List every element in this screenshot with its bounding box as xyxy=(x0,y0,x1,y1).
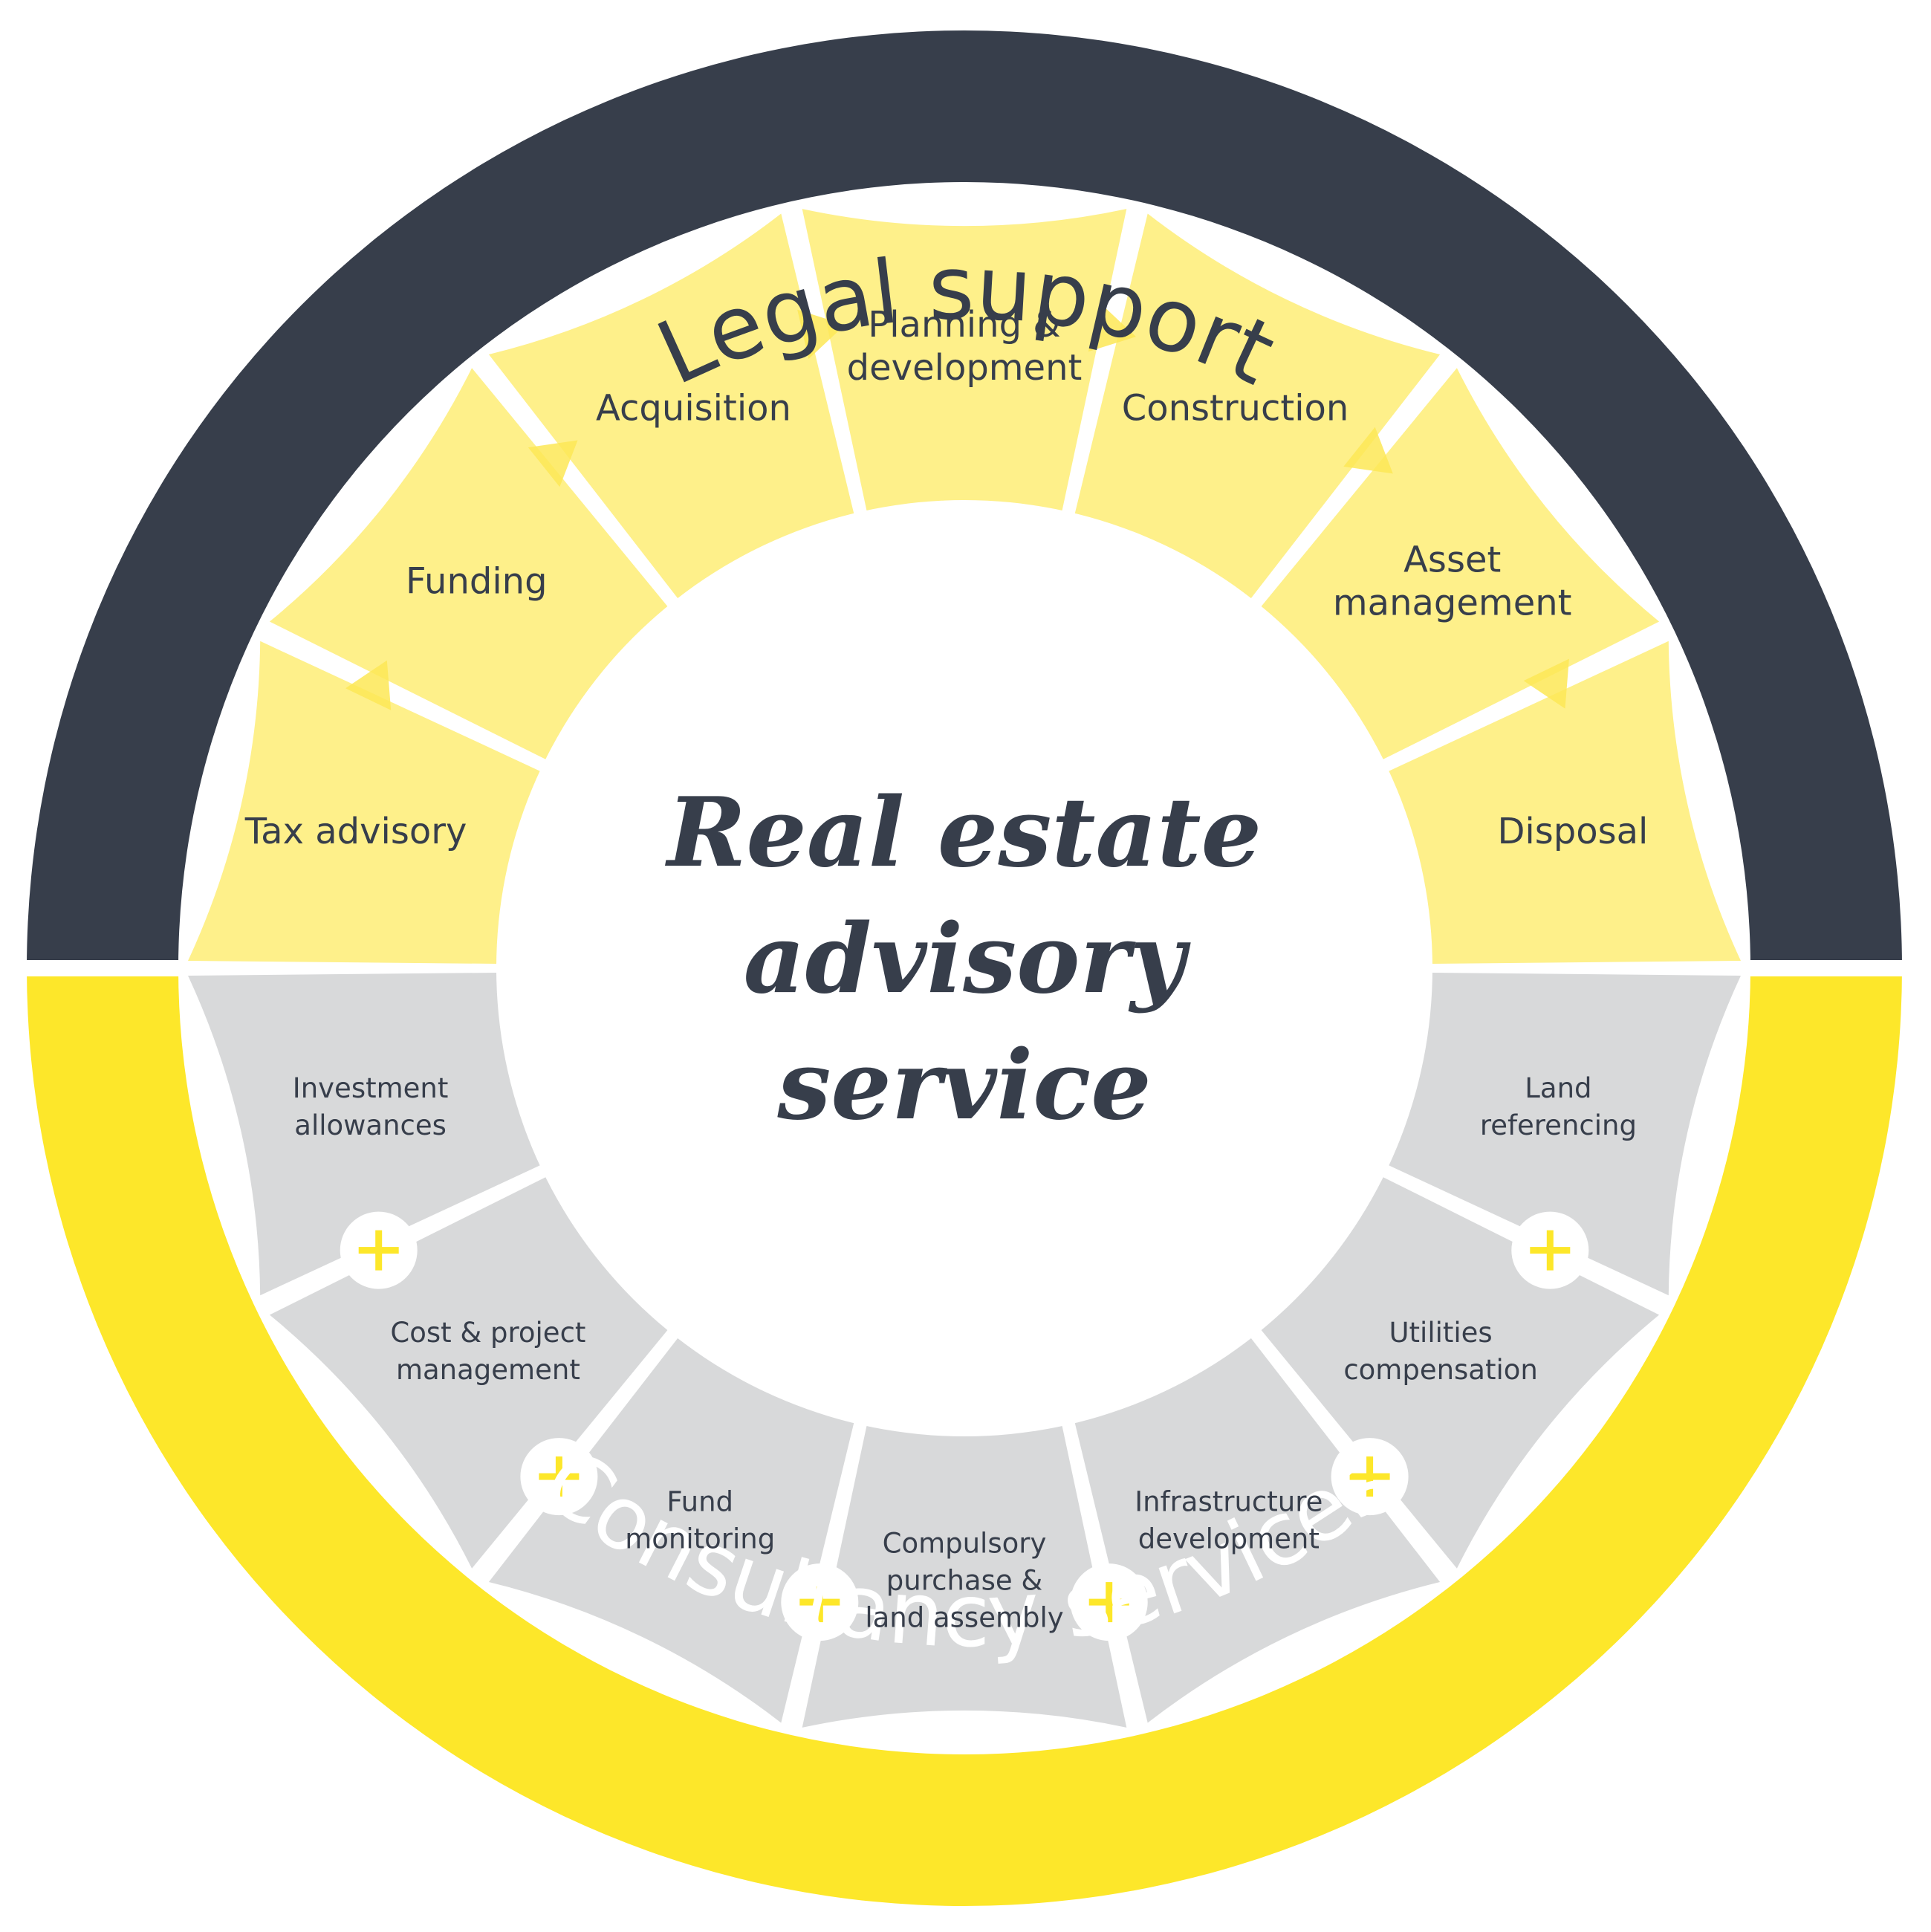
plus-connectors xyxy=(340,1211,1589,1641)
top-segment xyxy=(1389,641,1741,964)
bottom-segment xyxy=(802,1416,1127,1728)
center-disc xyxy=(496,500,1432,1436)
bottom-segment-label: Compulsory xyxy=(883,1528,1047,1560)
chevron-arrow-icon xyxy=(1343,427,1393,474)
top-segment xyxy=(1074,213,1441,598)
bottom-segment-label: land assembly xyxy=(865,1602,1063,1634)
bottom-segment-label: Cost & project xyxy=(390,1317,585,1349)
bottom-segment-label: Utilities xyxy=(1389,1317,1492,1349)
bottom-segment-label: allowances xyxy=(294,1109,447,1141)
bottom-segment xyxy=(488,1338,854,1723)
bottom-segment-label: purchase & xyxy=(886,1565,1042,1597)
chevron-arrow-icon xyxy=(345,660,392,710)
center-title-line-3: service xyxy=(776,1030,1151,1141)
top-segment-label: Acquisition xyxy=(596,387,791,429)
top-segment-label: development xyxy=(847,347,1083,389)
consultancy-services-band xyxy=(27,30,1902,968)
bottom-segment-label: monitoring xyxy=(625,1523,775,1555)
chevron-arrow-icon xyxy=(1088,302,1136,352)
bottom-segment-label: development xyxy=(1138,1523,1320,1555)
plus-icon xyxy=(340,1211,418,1289)
segment-labels: Tax advisory Funding Acquisition Planning &… xyxy=(244,304,1649,1633)
chevron-arrow-icon xyxy=(528,440,578,487)
top-segment xyxy=(188,641,540,964)
bottom-segment-label: compensation xyxy=(1343,1354,1538,1386)
top-segment xyxy=(488,213,854,598)
plus-icon xyxy=(1511,1211,1589,1289)
bottom-segment xyxy=(1074,1338,1441,1723)
flow-arrows xyxy=(345,302,1569,710)
bottom-segment-label: Investment xyxy=(293,1072,449,1104)
top-segment-label: Funding xyxy=(406,560,548,602)
top-segment-label: Asset xyxy=(1403,539,1501,580)
plus-icon xyxy=(781,1563,859,1641)
bottom-segment-label: Infrastructure xyxy=(1135,1485,1323,1517)
center-title-line-1: Real estate xyxy=(665,777,1262,889)
legal-support-band xyxy=(27,968,1902,1906)
top-segment-label: Disposal xyxy=(1497,811,1648,852)
plus-icon xyxy=(1070,1563,1148,1641)
top-segment-label: Tax advisory xyxy=(244,811,467,852)
plus-icon xyxy=(1331,1438,1409,1516)
top-segment xyxy=(802,209,1127,521)
bottom-segment-label: Fund xyxy=(666,1485,733,1517)
top-segment-label: Planning & xyxy=(868,304,1060,346)
bottom-segment xyxy=(1389,973,1741,1296)
bottom-segment xyxy=(188,973,540,1296)
top-segment-label: management xyxy=(1333,582,1572,623)
top-segment xyxy=(269,368,668,759)
bottom-segment-label: referencing xyxy=(1480,1109,1637,1141)
center-circle: Real estate advisory service xyxy=(496,500,1432,1436)
plus-icon xyxy=(520,1438,598,1516)
bottom-segment-label: Land xyxy=(1525,1072,1591,1104)
top-segment xyxy=(1261,368,1660,759)
chevron-arrow-icon xyxy=(1523,658,1569,709)
top-segment-label: Construction xyxy=(1122,387,1349,429)
center-title-line-2: advisory xyxy=(744,904,1191,1015)
chevron-arrow-icon xyxy=(797,309,846,360)
bottom-segment-label: management xyxy=(396,1354,580,1386)
